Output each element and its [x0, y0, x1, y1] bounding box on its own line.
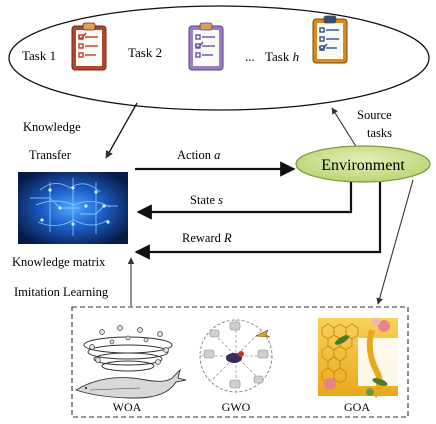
state-label: State s [190, 193, 223, 207]
knowledge-transfer-label-line1: Knowledge [23, 120, 81, 134]
knowledge-matrix-label: Knowledge matrix [12, 255, 106, 269]
knowledge-transfer-label-line2: Transfer [29, 148, 72, 162]
knowledge-transfer-arrow [105, 102, 138, 159]
task-ellipsis: ... [245, 49, 255, 64]
whale-spiral-icon [74, 325, 187, 399]
environment-node [295, 145, 431, 183]
goa-label: GOA [344, 400, 370, 414]
gwo-label: GWO [222, 400, 251, 414]
state-arrow [136, 182, 353, 220]
clipboard-icon [312, 15, 348, 64]
action-label: Action a [177, 148, 220, 162]
algorithms-box [71, 306, 409, 418]
grasshopper-honeycomb-icon [318, 318, 398, 398]
source-tasks-label-line1: Source [357, 108, 392, 122]
grey-wolf-icon [199, 319, 273, 393]
clipboard-icon [188, 22, 224, 71]
source-tasks-arrow [331, 107, 358, 149]
reward-arrow [134, 182, 382, 260]
neural-network-image [18, 172, 128, 244]
source-tasks-label-line2: tasks [367, 126, 392, 140]
environment-to-algorithms-arrow [376, 179, 414, 305]
imitation-learning-label: Imitation Learning [14, 285, 109, 299]
woa-label: WOA [113, 400, 142, 414]
clipboard-icon [71, 22, 107, 71]
task-h-label: Task h [265, 49, 299, 64]
reward-label: Reward R [182, 231, 232, 245]
task-2-label: Task 2 [128, 45, 162, 60]
environment-label: Environment [321, 157, 405, 174]
task-1-label: Task 1 [22, 48, 56, 63]
